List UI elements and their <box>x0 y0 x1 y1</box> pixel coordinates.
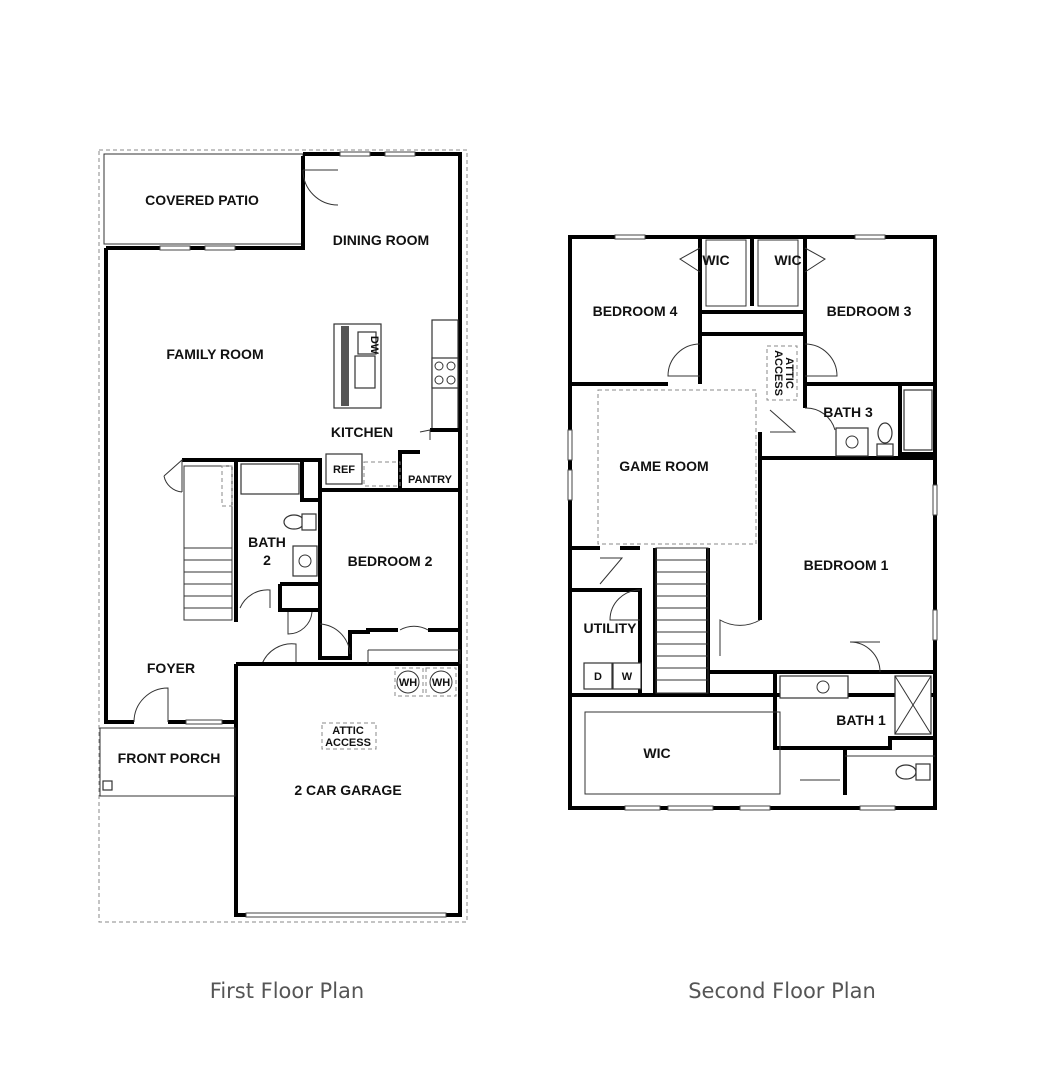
dryer-label: D <box>594 671 602 683</box>
stairs <box>183 465 233 621</box>
wic-right-label: WIC <box>774 252 801 268</box>
bedroom-4-label: BEDROOM 4 <box>593 303 678 319</box>
kitchen-label: KITCHEN <box>331 424 393 440</box>
water-heater-2-label: WH <box>432 677 450 689</box>
attic-access-label-line1: ATTIC <box>332 725 364 737</box>
bedroom-2-label: BEDROOM 2 <box>348 553 433 569</box>
toilet-icon-2 <box>877 422 893 444</box>
first-floor-caption: First Floor Plan <box>210 979 364 1003</box>
first-floor-plan <box>98 149 468 923</box>
sink-icon <box>354 355 376 389</box>
dw-label: DW <box>368 336 380 355</box>
bath-1-label: BATH 1 <box>836 712 886 728</box>
foyer-label: FOYER <box>147 660 195 676</box>
dryer-box <box>583 662 613 690</box>
range-icon <box>431 357 459 389</box>
attic-access-label-line2: ACCESS <box>325 737 371 749</box>
bathtub-icon-2 <box>903 389 933 451</box>
dining-room-label: DINING ROOM <box>333 232 429 248</box>
bath-3-label: BATH 3 <box>823 404 873 420</box>
second-floor-plan <box>567 234 938 811</box>
toilet-icon <box>283 514 305 530</box>
bedroom-1-label: BEDROOM 1 <box>804 557 889 573</box>
bath-2-label-line1: BATH <box>248 534 286 550</box>
bath-2-label-line2: 2 <box>263 552 271 568</box>
utility-label: UTILITY <box>584 620 638 636</box>
family-room-label: FAMILY ROOM <box>166 346 263 362</box>
game-room-label: GAME ROOM <box>619 458 708 474</box>
bedroom-3-label: BEDROOM 3 <box>827 303 912 319</box>
dishwasher-icon <box>357 331 377 355</box>
ref-label: REF <box>333 464 355 476</box>
second-floor-caption: Second Floor Plan <box>688 979 876 1003</box>
wic-left-label: WIC <box>702 252 729 268</box>
vanity-sink-icon <box>292 545 318 577</box>
covered-patio-label: COVERED PATIO <box>145 192 259 208</box>
attic-access-hatch-2 <box>766 345 798 401</box>
washer-label: W <box>622 671 633 683</box>
attic-access-hatch <box>321 722 377 750</box>
washer-box <box>612 662 642 690</box>
front-porch-label: FRONT PORCH <box>118 750 221 766</box>
bathtub-icon <box>240 463 300 495</box>
garage-label: 2 CAR GARAGE <box>294 782 401 798</box>
water-heater-1-label: WH <box>399 677 417 689</box>
refrigerator-box <box>325 453 363 485</box>
vanity-sink-icon-2 <box>835 427 869 457</box>
attic-access-label-2-line2: ACCESS <box>772 350 784 396</box>
wic-bottom-label: WIC <box>643 745 670 761</box>
pantry-label: PANTRY <box>408 474 453 486</box>
toilet-icon-3 <box>895 764 917 780</box>
attic-access-label-2-line1: ATTIC <box>783 357 795 389</box>
vanity-icon <box>779 675 849 699</box>
